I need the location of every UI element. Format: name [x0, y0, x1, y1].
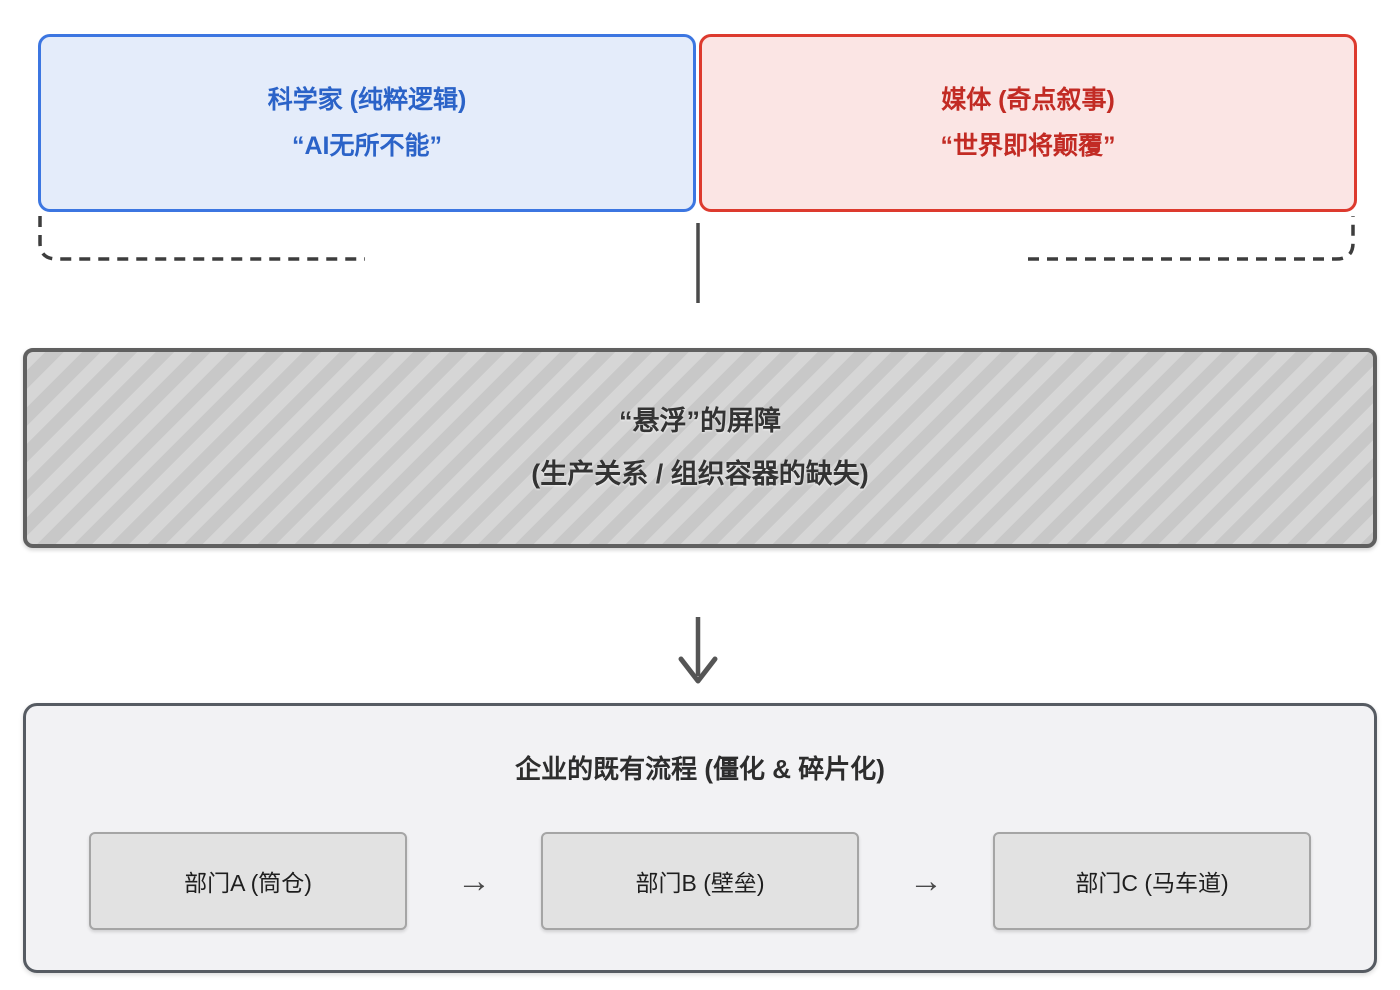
barrier-box: “悬浮”的屏障 (生产关系 / 组织容器的缺失)	[23, 348, 1377, 548]
barrier-box-line1: “悬浮”的屏障	[619, 406, 781, 436]
down-arrow-icon	[678, 617, 718, 684]
right-dashed-connector	[1028, 216, 1355, 261]
scientist-box-line2: “AI无所不能”	[291, 132, 442, 160]
left-dashed-connector	[38, 216, 365, 261]
department-a-label: 部门A (筒仓)	[184, 870, 312, 896]
department-row: 部门A (筒仓) → 部门B (壁垒) → 部门C (马车道)	[26, 832, 1374, 930]
barrier-box-line2: (生产关系 / 组织容器的缺失)	[531, 459, 869, 489]
department-c-label: 部门C (马车道)	[1075, 870, 1229, 896]
scientist-box-line1: 科学家 (纯粹逻辑)	[267, 86, 467, 114]
flow-arrow-icon: →	[909, 861, 943, 900]
process-title: 企业的既有流程 (僵化 & 碎片化)	[515, 754, 885, 784]
scientist-box: 科学家 (纯粹逻辑) “AI无所不能”	[38, 34, 696, 212]
department-a-box: 部门A (筒仓)	[89, 832, 407, 930]
department-b-label: 部门B (壁垒)	[635, 870, 765, 896]
media-box-line1: 媒体 (奇点叙事)	[941, 86, 1115, 114]
media-box: 媒体 (奇点叙事) “世界即将颠覆”	[699, 34, 1357, 212]
process-box: 企业的既有流程 (僵化 & 碎片化) 部门A (筒仓) → 部门B (壁垒) →…	[23, 703, 1377, 973]
flow-arrow-icon: →	[457, 861, 491, 900]
department-b-box: 部门B (壁垒)	[541, 832, 859, 930]
media-box-line2: “世界即将颠覆”	[940, 132, 1116, 160]
department-c-box: 部门C (马车道)	[993, 832, 1311, 930]
